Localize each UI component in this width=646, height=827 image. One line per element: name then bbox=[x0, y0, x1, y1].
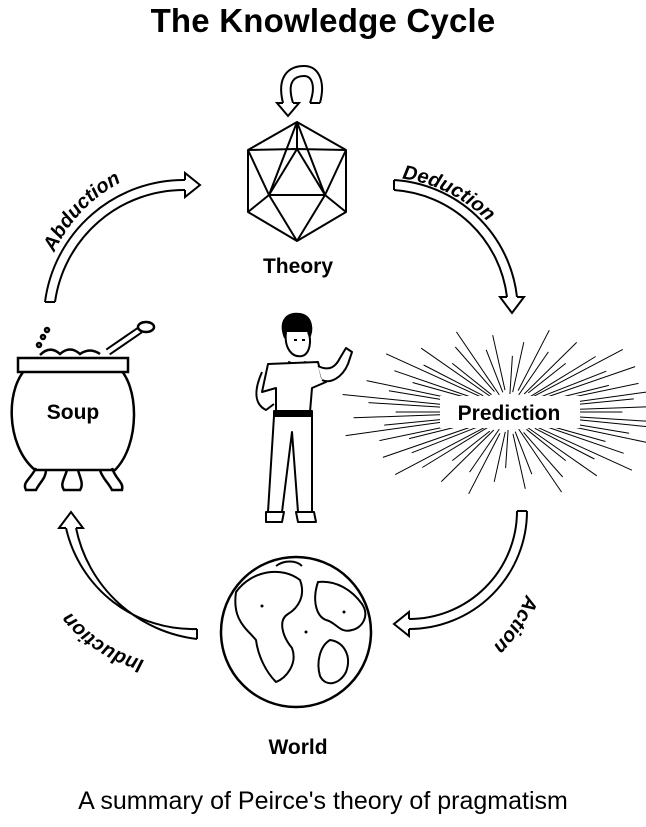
starburst-ray bbox=[512, 342, 525, 393]
starburst-ray bbox=[394, 426, 486, 476]
starburst-ray bbox=[454, 346, 495, 392]
starburst-ray bbox=[411, 425, 480, 454]
starburst-ray bbox=[526, 428, 567, 461]
starburst-ray bbox=[534, 427, 595, 460]
diagram-caption: A summary of Peirce's theory of pragmati… bbox=[78, 787, 568, 815]
starburst-ray bbox=[505, 429, 509, 469]
starburst-ray bbox=[382, 422, 484, 458]
person-figure-icon bbox=[255, 312, 353, 523]
starburst-ray bbox=[534, 366, 636, 402]
starburst-ray bbox=[538, 370, 607, 399]
soup-label: Soup bbox=[47, 401, 100, 424]
cauldron-icon bbox=[10, 320, 156, 492]
self-loop-arrow bbox=[274, 64, 323, 118]
starburst-ray bbox=[469, 428, 500, 473]
starburst-ray bbox=[527, 363, 567, 394]
starburst-ray bbox=[512, 433, 526, 489]
abduction-arrow bbox=[44, 170, 202, 303]
starburst-ray bbox=[455, 331, 500, 396]
starburst-ray bbox=[420, 347, 492, 398]
starburst-ray bbox=[423, 364, 484, 397]
starburst-ray bbox=[492, 335, 506, 391]
starburst-ray bbox=[518, 351, 549, 396]
starburst-ray bbox=[509, 355, 513, 395]
deduction-arrow bbox=[393, 179, 526, 315]
starburst-ray bbox=[523, 432, 564, 478]
starburst-ray bbox=[518, 428, 563, 493]
starburst-ray bbox=[451, 363, 492, 396]
world-label: World bbox=[268, 736, 327, 759]
starburst-ray bbox=[493, 431, 506, 482]
starburst-ray bbox=[532, 348, 624, 398]
induction-label: Induction bbox=[57, 608, 145, 676]
action-arrow bbox=[392, 510, 528, 639]
induction-arrow bbox=[57, 510, 198, 640]
prediction-label: Prediction bbox=[458, 402, 561, 425]
starburst-ray bbox=[534, 425, 633, 471]
starburst-ray bbox=[517, 329, 550, 391]
starburst-ray bbox=[385, 353, 484, 399]
starburst-ray bbox=[526, 426, 598, 477]
starburst-ray bbox=[440, 429, 495, 482]
theory-label: Theory bbox=[263, 255, 333, 278]
starburst-ray bbox=[485, 349, 504, 393]
globe-icon bbox=[219, 555, 373, 709]
starburst-ray bbox=[523, 342, 578, 395]
starburst-ray bbox=[468, 433, 501, 495]
icosahedron-icon bbox=[247, 121, 347, 242]
diagram-title: The Knowledge Cycle bbox=[150, 2, 496, 39]
starburst-ray bbox=[451, 430, 491, 461]
starburst-ray bbox=[528, 356, 596, 399]
action-label: Action bbox=[489, 592, 542, 659]
starburst-ray bbox=[422, 425, 490, 468]
starburst-ray bbox=[514, 431, 533, 475]
